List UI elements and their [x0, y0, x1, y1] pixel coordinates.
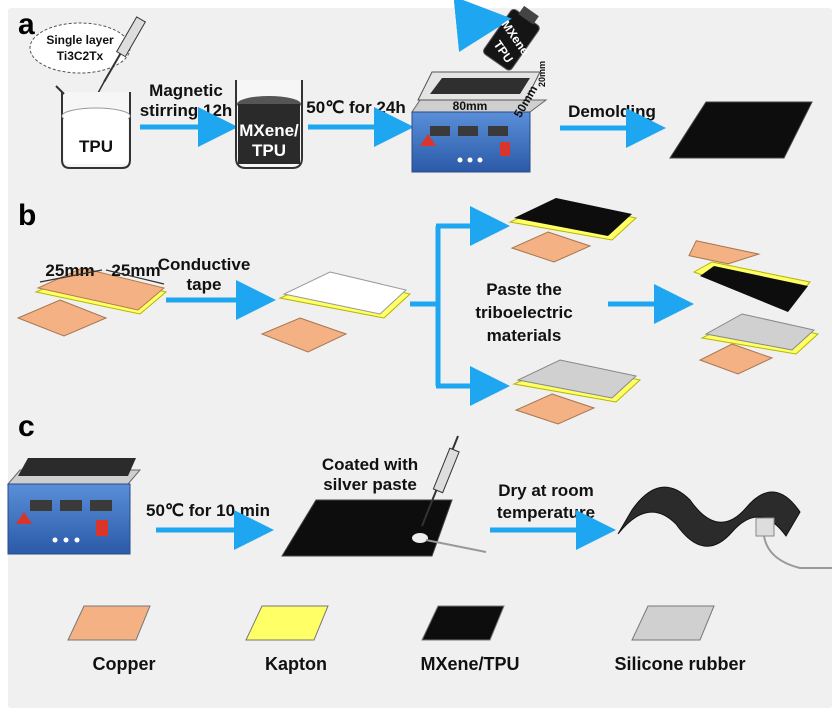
- step-c2-line2: silver paste: [323, 475, 417, 494]
- mxene-electrode: [508, 198, 638, 263]
- dim-label-2: 25mm: [111, 261, 160, 280]
- bubble-label-line2: Ti3C2Tx: [57, 49, 104, 63]
- legend-label-silicone: Silicone rubber: [614, 654, 745, 674]
- beaker2-label-line1: MXene/: [239, 121, 299, 140]
- step-b2-line2: triboelectric: [475, 303, 572, 322]
- beaker2-label-line2: TPU: [252, 141, 286, 160]
- section-label-c: c: [18, 410, 35, 443]
- legend-swatch-copper: [67, 605, 151, 641]
- mold-height-label: 20mm: [537, 61, 547, 87]
- copper-electrode-base: [16, 267, 168, 337]
- step-a1-line1: Magnetic: [149, 81, 223, 100]
- beaker-tpu: [55, 85, 131, 169]
- step-c1-label: 50℃ for 10 min: [146, 501, 270, 520]
- beaker1-label: TPU: [79, 137, 113, 156]
- legend-label-kapton: Kapton: [265, 654, 327, 674]
- step-a1-line2: stirring 12h: [140, 101, 233, 120]
- heating-platform-a: [411, 71, 548, 173]
- step-a2-label: 50℃ for 24h: [306, 98, 405, 117]
- step-b1-line1: Conductive: [158, 255, 251, 274]
- legend-label-mxene: MXene/TPU: [420, 654, 519, 674]
- step-b1-line2: tape: [187, 275, 222, 294]
- heating-platform-c: [6, 458, 142, 555]
- step-b2-line3: materials: [487, 326, 562, 345]
- flexible-device: [617, 486, 832, 569]
- demolded-film: [669, 101, 813, 159]
- legend-swatch-silicone: [631, 605, 715, 641]
- step-c3-line1: Dry at room: [498, 481, 593, 500]
- legend-swatch-kapton: [245, 605, 329, 641]
- step-c3-line2: temperature: [497, 503, 595, 522]
- mold-width-label: 80mm: [453, 99, 488, 113]
- mxene-bubble: [29, 22, 131, 74]
- legend-label-copper: Copper: [93, 654, 156, 674]
- syringe-icon-c: [421, 435, 460, 527]
- section-label-a: a: [18, 8, 35, 41]
- bubble-label-line1: Single layer: [46, 33, 114, 47]
- legend: [67, 605, 715, 641]
- coated-film: [281, 499, 487, 557]
- step-a3-label: Demolding: [568, 102, 656, 121]
- step-c2-line1: Coated with: [322, 455, 418, 474]
- assembled-teng: [688, 240, 820, 375]
- dim-label-1: 25mm: [45, 261, 94, 280]
- step-b2-line1: Paste the: [486, 280, 562, 299]
- pour-bottle-icon: [453, 0, 540, 71]
- section-label-b: b: [18, 199, 36, 232]
- electrode-with-tape: [260, 271, 412, 353]
- legend-swatch-mxene: [421, 605, 505, 641]
- silicone-electrode: [512, 359, 642, 425]
- beaker-mxene-tpu: [235, 80, 303, 169]
